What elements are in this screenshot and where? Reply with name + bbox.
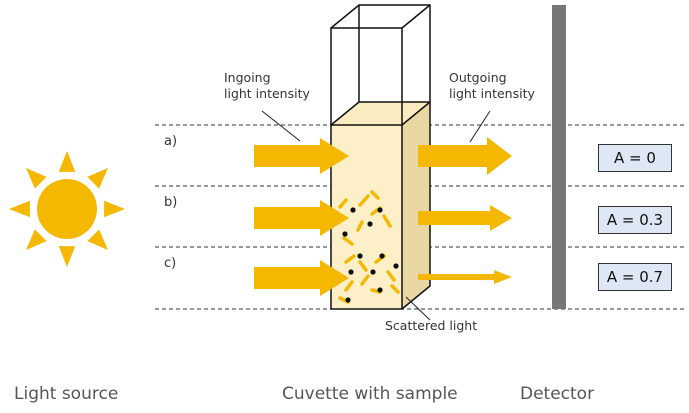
outgoing-label-line2: light intensity bbox=[449, 86, 535, 101]
scatter-dash-5 bbox=[342, 236, 354, 246]
scattered-light bbox=[338, 190, 400, 304]
outgoing-arrow-c bbox=[418, 270, 512, 284]
ingoing-label: Ingoing light intensity bbox=[224, 70, 310, 102]
ingoing-pointer bbox=[261, 110, 301, 142]
sun-disc bbox=[37, 179, 97, 239]
cuvette-front-edge bbox=[330, 27, 403, 310]
dashed-guides bbox=[155, 124, 685, 310]
sun-ray-7 bbox=[58, 151, 76, 172]
row-label-c: c) bbox=[164, 256, 177, 271]
scattering-particle-icon bbox=[350, 207, 356, 213]
sun-icon bbox=[9, 151, 125, 267]
scatter-dash-9 bbox=[358, 260, 368, 272]
sun-ray-1 bbox=[104, 200, 125, 218]
sun-ray-4 bbox=[26, 229, 47, 250]
scattering-particle-icon bbox=[357, 253, 363, 259]
incoming-arrow-b bbox=[254, 200, 349, 236]
sun-ray-6 bbox=[26, 168, 47, 189]
sun-rays bbox=[9, 151, 125, 267]
scattering-particle-icon bbox=[393, 263, 399, 269]
row-label-b: b) bbox=[164, 195, 178, 210]
absorbance-box-b: A = 0.3 bbox=[598, 206, 672, 234]
label-pointers bbox=[261, 110, 491, 321]
outgoing-label: Outgoing light intensity bbox=[449, 70, 535, 102]
scatter-dash-7 bbox=[370, 190, 380, 200]
scatter-dash-16 bbox=[360, 274, 370, 286]
sun-ray-2 bbox=[87, 229, 108, 250]
absorbance-box-c: A = 0.7 bbox=[598, 263, 672, 291]
cuvette-liquid-top bbox=[331, 102, 430, 125]
outgoing-arrows bbox=[418, 137, 512, 284]
outgoing-arrow-b bbox=[418, 205, 512, 231]
scattering-particle-icon bbox=[342, 231, 348, 237]
incoming-arrow-a bbox=[254, 138, 349, 174]
scattering-particle-icon bbox=[379, 253, 385, 259]
scatter-dash-4 bbox=[356, 220, 364, 232]
incoming-arrow-c bbox=[254, 260, 349, 296]
scatter-dash-8 bbox=[344, 254, 356, 264]
sun-ray-8 bbox=[87, 168, 108, 189]
cuvette-liquid-line-d bbox=[401, 101, 431, 126]
scattering-particle-icon bbox=[370, 269, 376, 275]
light-source-caption: Light source bbox=[14, 384, 119, 404]
scatter-dash-12 bbox=[344, 280, 354, 292]
scatter-dash-11 bbox=[386, 270, 396, 282]
outgoing-label-line1: Outgoing bbox=[449, 70, 507, 85]
sun-ray-5 bbox=[9, 200, 30, 218]
sun-ray-3 bbox=[58, 246, 76, 267]
cuvette-liquid-line-a bbox=[330, 101, 360, 126]
cuvette-outline bbox=[330, 4, 431, 310]
absorbance-box-a: A = 0 bbox=[598, 144, 672, 172]
row-label-a: a) bbox=[164, 134, 178, 149]
scattering-particle-icon bbox=[348, 269, 354, 275]
ingoing-label-line1: Ingoing bbox=[224, 70, 271, 85]
incoming-arrows bbox=[254, 138, 349, 296]
scatter-dash-15 bbox=[390, 284, 400, 294]
cuvette-top-right-edge bbox=[401, 4, 431, 29]
outgoing-pointer bbox=[469, 110, 491, 143]
scattered-light-label: Scattered light bbox=[385, 318, 478, 333]
scatter-dash-6 bbox=[338, 198, 348, 209]
scattering-particle-icon bbox=[377, 287, 383, 293]
ingoing-label-line2: light intensity bbox=[224, 86, 310, 101]
scattered-pointer bbox=[405, 296, 431, 321]
scatter-dash-1 bbox=[358, 194, 370, 207]
scattering-particle-icon bbox=[345, 297, 351, 303]
outgoing-arrow-a bbox=[418, 137, 512, 175]
scatter-dash-3 bbox=[382, 214, 392, 228]
scattering-particle-icon bbox=[367, 221, 373, 227]
detector-bar bbox=[552, 5, 566, 309]
cuvette-caption: Cuvette with sample bbox=[282, 384, 458, 404]
detector-caption: Detector bbox=[520, 384, 595, 404]
scattering-particle-icon bbox=[377, 207, 383, 213]
